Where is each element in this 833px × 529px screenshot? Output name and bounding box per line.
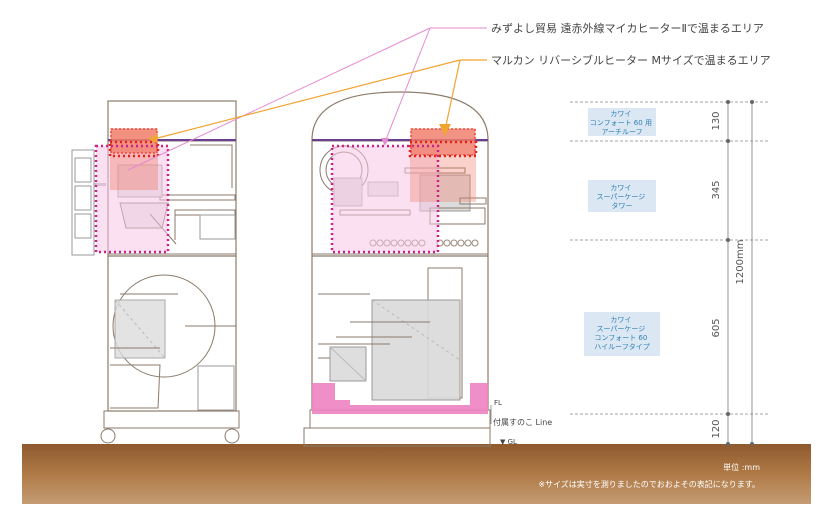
dimension-ticks (726, 100, 754, 446)
pink-zone-left (96, 146, 168, 252)
component-label-line: カワイ (610, 316, 631, 324)
dotted-red-left (108, 140, 160, 158)
unit-label: 単位 :mm (723, 462, 760, 472)
gl-label: ▼ GL (500, 438, 517, 446)
component-label-line: ハイルーフタイプ (594, 342, 649, 351)
dim-label-605: 605 (711, 318, 722, 337)
dim-label-120: 120 (711, 419, 722, 438)
fl-label: FL (494, 399, 502, 407)
orange-arrow-left (148, 134, 158, 143)
ground (22, 444, 811, 504)
size-note: ※サイズは実寸を測りましたのでおおよその表記になります。 (538, 479, 760, 489)
component-label-arch-roof: カワイ コンフォート 60 用 アーチルーフ (588, 108, 656, 136)
component-label-line: カワイ (610, 184, 631, 192)
orange-arrow-right (439, 124, 451, 136)
component-label-line: カワイ (610, 110, 631, 118)
pink-callout-lines (127, 27, 487, 171)
dimension-lines (570, 101, 770, 444)
dim-label-total: 1200mm (735, 240, 746, 285)
component-label-high-roof: カワイ スーパーケージ コンフォート 60 ハイルーフタイプ (584, 312, 660, 356)
sunoko-line-label: 付属すのこ Line (493, 417, 552, 427)
pink-callout-text: みずよし貿易 遠赤外線マイカヒーターⅡで温まるエリア (491, 21, 764, 35)
component-label-line: タワー (612, 201, 633, 210)
dim-label-345: 345 (711, 180, 722, 199)
svg-text:カワイ コンフォート 60 用 アー: カワイ コンフォート 60 用 アーチルーフ (590, 110, 654, 136)
orange-callout-lines (149, 59, 487, 141)
svg-text:カワイ スーパーケージ コンフォート: カワイ スーパーケージ コンフォート 60 ハイルーフタイプ (594, 316, 649, 351)
dim-label-130: 130 (711, 111, 722, 130)
pink-base-tray (312, 383, 488, 414)
pink-zone-right (332, 146, 438, 252)
svg-text:カワイ スーパーケージ タワー: カワイ スーパーケージ タワー (596, 184, 647, 210)
component-label-line: コンフォート 60 (594, 334, 647, 342)
orange-callout-text: マルカン リバーシブルヒーター Mサイズで温まるエリア (491, 53, 771, 67)
component-label-tower: カワイ スーパーケージ タワー (588, 180, 656, 212)
dotted-pink-right (330, 144, 440, 254)
dotted-pink-left (94, 144, 170, 254)
component-label-line: アーチルーフ (601, 128, 642, 136)
component-label-line: スーパーケージ (596, 325, 645, 333)
pink-arrow-right (381, 138, 389, 146)
component-label-line: スーパーケージ (596, 193, 645, 201)
component-label-line: コンフォート 60 用 (590, 119, 652, 127)
